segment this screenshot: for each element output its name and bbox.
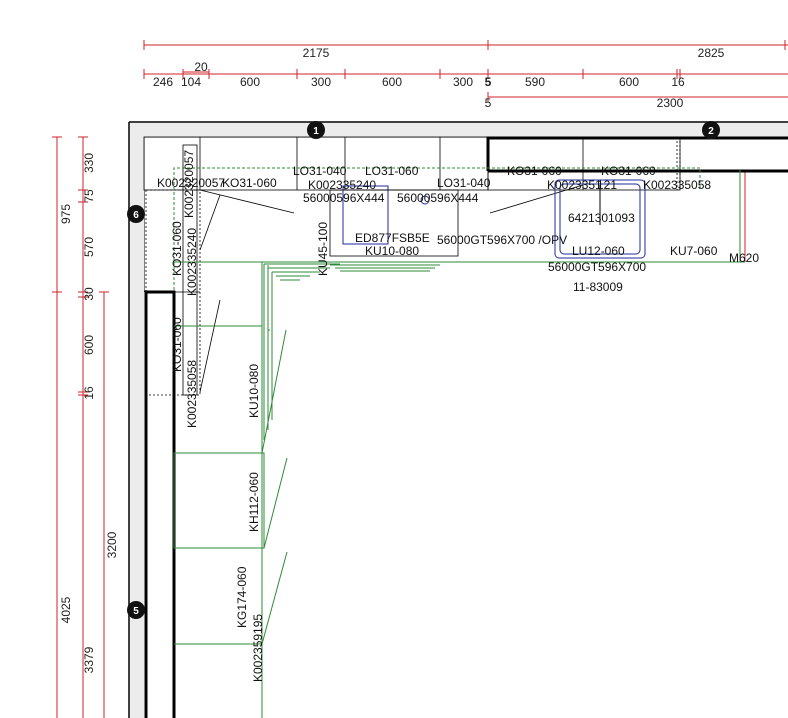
label-ko31-060-c: KO31-060 [222,176,277,190]
label-ku7-060: KU7-060 [670,244,718,258]
cabinet-labels: LO31-040 LO31-060 K002335240 56000596X44… [157,150,759,682]
dim-975: 975 [59,204,73,224]
label-ku10-080-b: KU10-080 [247,364,261,418]
label-ed877fsb5e: ED877FSB5E [355,231,430,245]
label-6421301093: 6421301093 [568,211,635,225]
label-ku45-100: KU45-100 [316,222,330,276]
label-lo31-060: LO31-060 [365,164,419,178]
appliances [329,179,646,259]
wall-markers: 1 2 5 6 [127,121,720,619]
dimension-texts: 2175 2825 20 246 104 600 300 600 300 5 5… [59,46,725,673]
dim-246: 246 [153,75,173,89]
label-lu12-060: LU12-060 [572,244,625,258]
label-ko31-060-a: KO31-060 [507,164,562,178]
dim-300-a: 300 [311,75,331,89]
label-ko31-060-v1: KO31-060 [170,221,184,276]
label-k002335058-v: K002335058 [185,360,199,428]
label-11-83009: 11-83009 [573,280,623,294]
dim-5-a: 5 [485,75,492,89]
label-k002359195: K002359195 [251,614,265,682]
dim-2825: 2825 [698,46,725,60]
dim-2300: 2300 [657,96,684,110]
dim-5-b: 5 [485,96,492,110]
svg-text:1: 1 [313,126,319,137]
label-56000596x444-a: 56000596X444 [303,191,385,205]
walls [128,121,788,718]
label-56000596x444-b: 56000596X444 [397,191,479,205]
dim-16-left: 16 [82,386,96,400]
tap-icon [420,195,430,205]
label-k0023351: K0023351 [547,178,602,192]
label-k002320057-v: K002320057 [182,150,196,218]
dim-330: 330 [82,153,96,173]
svg-text:2: 2 [708,126,714,137]
label-kh112-060: KH112-060 [247,472,261,532]
dim-2175: 2175 [303,46,330,60]
dim-600-a: 600 [240,75,260,89]
dim-600-b: 600 [382,75,402,89]
svg-text:5: 5 [133,606,139,617]
label-ko31-060-b: KO31-060 [601,164,656,178]
dimension-lines [52,40,788,718]
svg-text:6: 6 [133,210,139,221]
label-k002335240-v: K002335240 [185,228,199,296]
dim-570: 570 [82,237,96,257]
label-ku10-080-a: KU10-080 [365,244,419,258]
label-56000gt596x700-opv: 56000GT596X700 /OPV [437,233,567,247]
dim-75: 75 [82,189,96,203]
wall-marker-2[interactable]: 2 [702,121,720,139]
label-m620: M620 [729,251,759,265]
dim-20: 20 [194,60,208,74]
dim-16-top: 16 [671,75,685,89]
wall-cabinets [143,136,681,396]
wall-marker-1[interactable]: 1 [307,121,325,139]
base-cabinets [173,170,745,718]
label-lo31-040-a: LO31-040 [293,164,347,178]
label-k002320057-h: K002320057 [157,176,225,190]
wall-marker-6[interactable]: 6 [127,205,145,223]
dim-600-left: 600 [82,335,96,355]
label-lo31-040-b: LO31-040 [437,176,491,190]
dim-4025: 4025 [59,596,73,623]
dim-590: 590 [525,75,545,89]
wall-marker-5[interactable]: 5 [127,601,145,619]
dim-3379: 3379 [82,646,96,673]
dim-30: 30 [82,287,96,301]
dim-3200: 3200 [105,531,119,558]
label-kg174-060: KG174-060 [235,566,249,628]
label-ko31-060-v2: KO31-060 [170,317,184,372]
dim-104: 104 [181,75,201,89]
label-56000gt596x700: 56000GT596X700 [548,260,646,274]
label-k002335058-top: K002335058 [643,178,711,192]
label-k002335240-top: K002335240 [308,178,376,192]
dim-300-b: 300 [453,75,473,89]
dim-600-c: 600 [619,75,639,89]
label-121: 121 [597,178,617,192]
